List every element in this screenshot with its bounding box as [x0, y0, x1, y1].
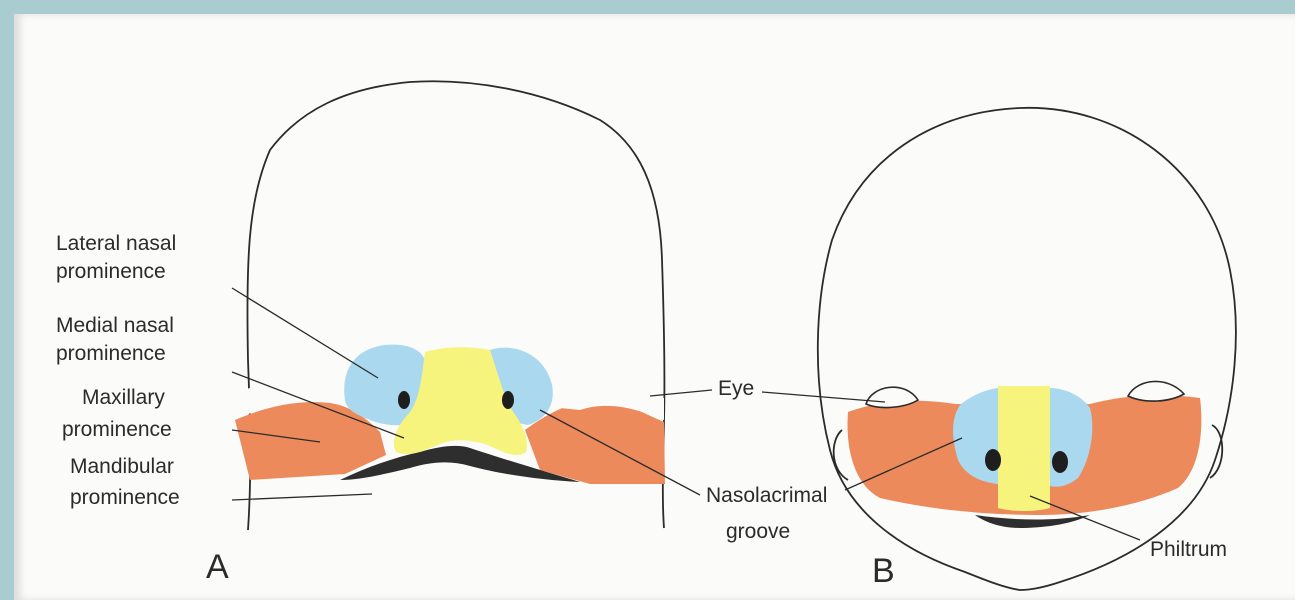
nostril-b-left: [985, 449, 1001, 471]
panel-a-head: [232, 81, 665, 530]
label-maxillary-1: Maxillary: [82, 386, 165, 409]
leader-mandibular: [232, 494, 372, 500]
label-lateral-nasal-2: prominence: [56, 260, 166, 283]
leader-eye-b: [762, 392, 885, 402]
label-maxillary-2: prominence: [62, 418, 172, 441]
head-b-outline: [818, 108, 1236, 590]
label-philtrum: Philtrum: [1150, 538, 1227, 561]
label-medial-nasal-1: Medial nasal: [56, 314, 174, 337]
label-lateral-nasal-1: Lateral nasal: [56, 232, 176, 255]
eye-b-left: [866, 387, 918, 407]
medial-nasal-prominence-b: [998, 386, 1050, 511]
label-medial-nasal-2: prominence: [56, 342, 166, 365]
label-nasolacrimal-1: Nasolacrimal: [706, 484, 827, 507]
panel-b-head: [540, 108, 1236, 590]
leader-eye-a: [650, 390, 712, 396]
label-eye: Eye: [718, 377, 754, 400]
label-mandibular-2: prominence: [70, 486, 180, 509]
panel-a-letter: A: [206, 548, 229, 586]
label-mandibular-1: Mandibular: [70, 455, 174, 478]
mandibular-prominence-b: [975, 515, 1090, 528]
nostril-a-left: [398, 391, 410, 409]
eye-b-right: [1128, 381, 1184, 401]
panel-b-letter: B: [872, 552, 895, 590]
ear-b-left: [834, 430, 848, 480]
nostril-b-right: [1052, 451, 1068, 473]
nostril-a-right: [502, 391, 514, 409]
leader-lateral-nasal: [232, 288, 378, 378]
label-nasolacrimal-2: groove: [726, 520, 790, 543]
